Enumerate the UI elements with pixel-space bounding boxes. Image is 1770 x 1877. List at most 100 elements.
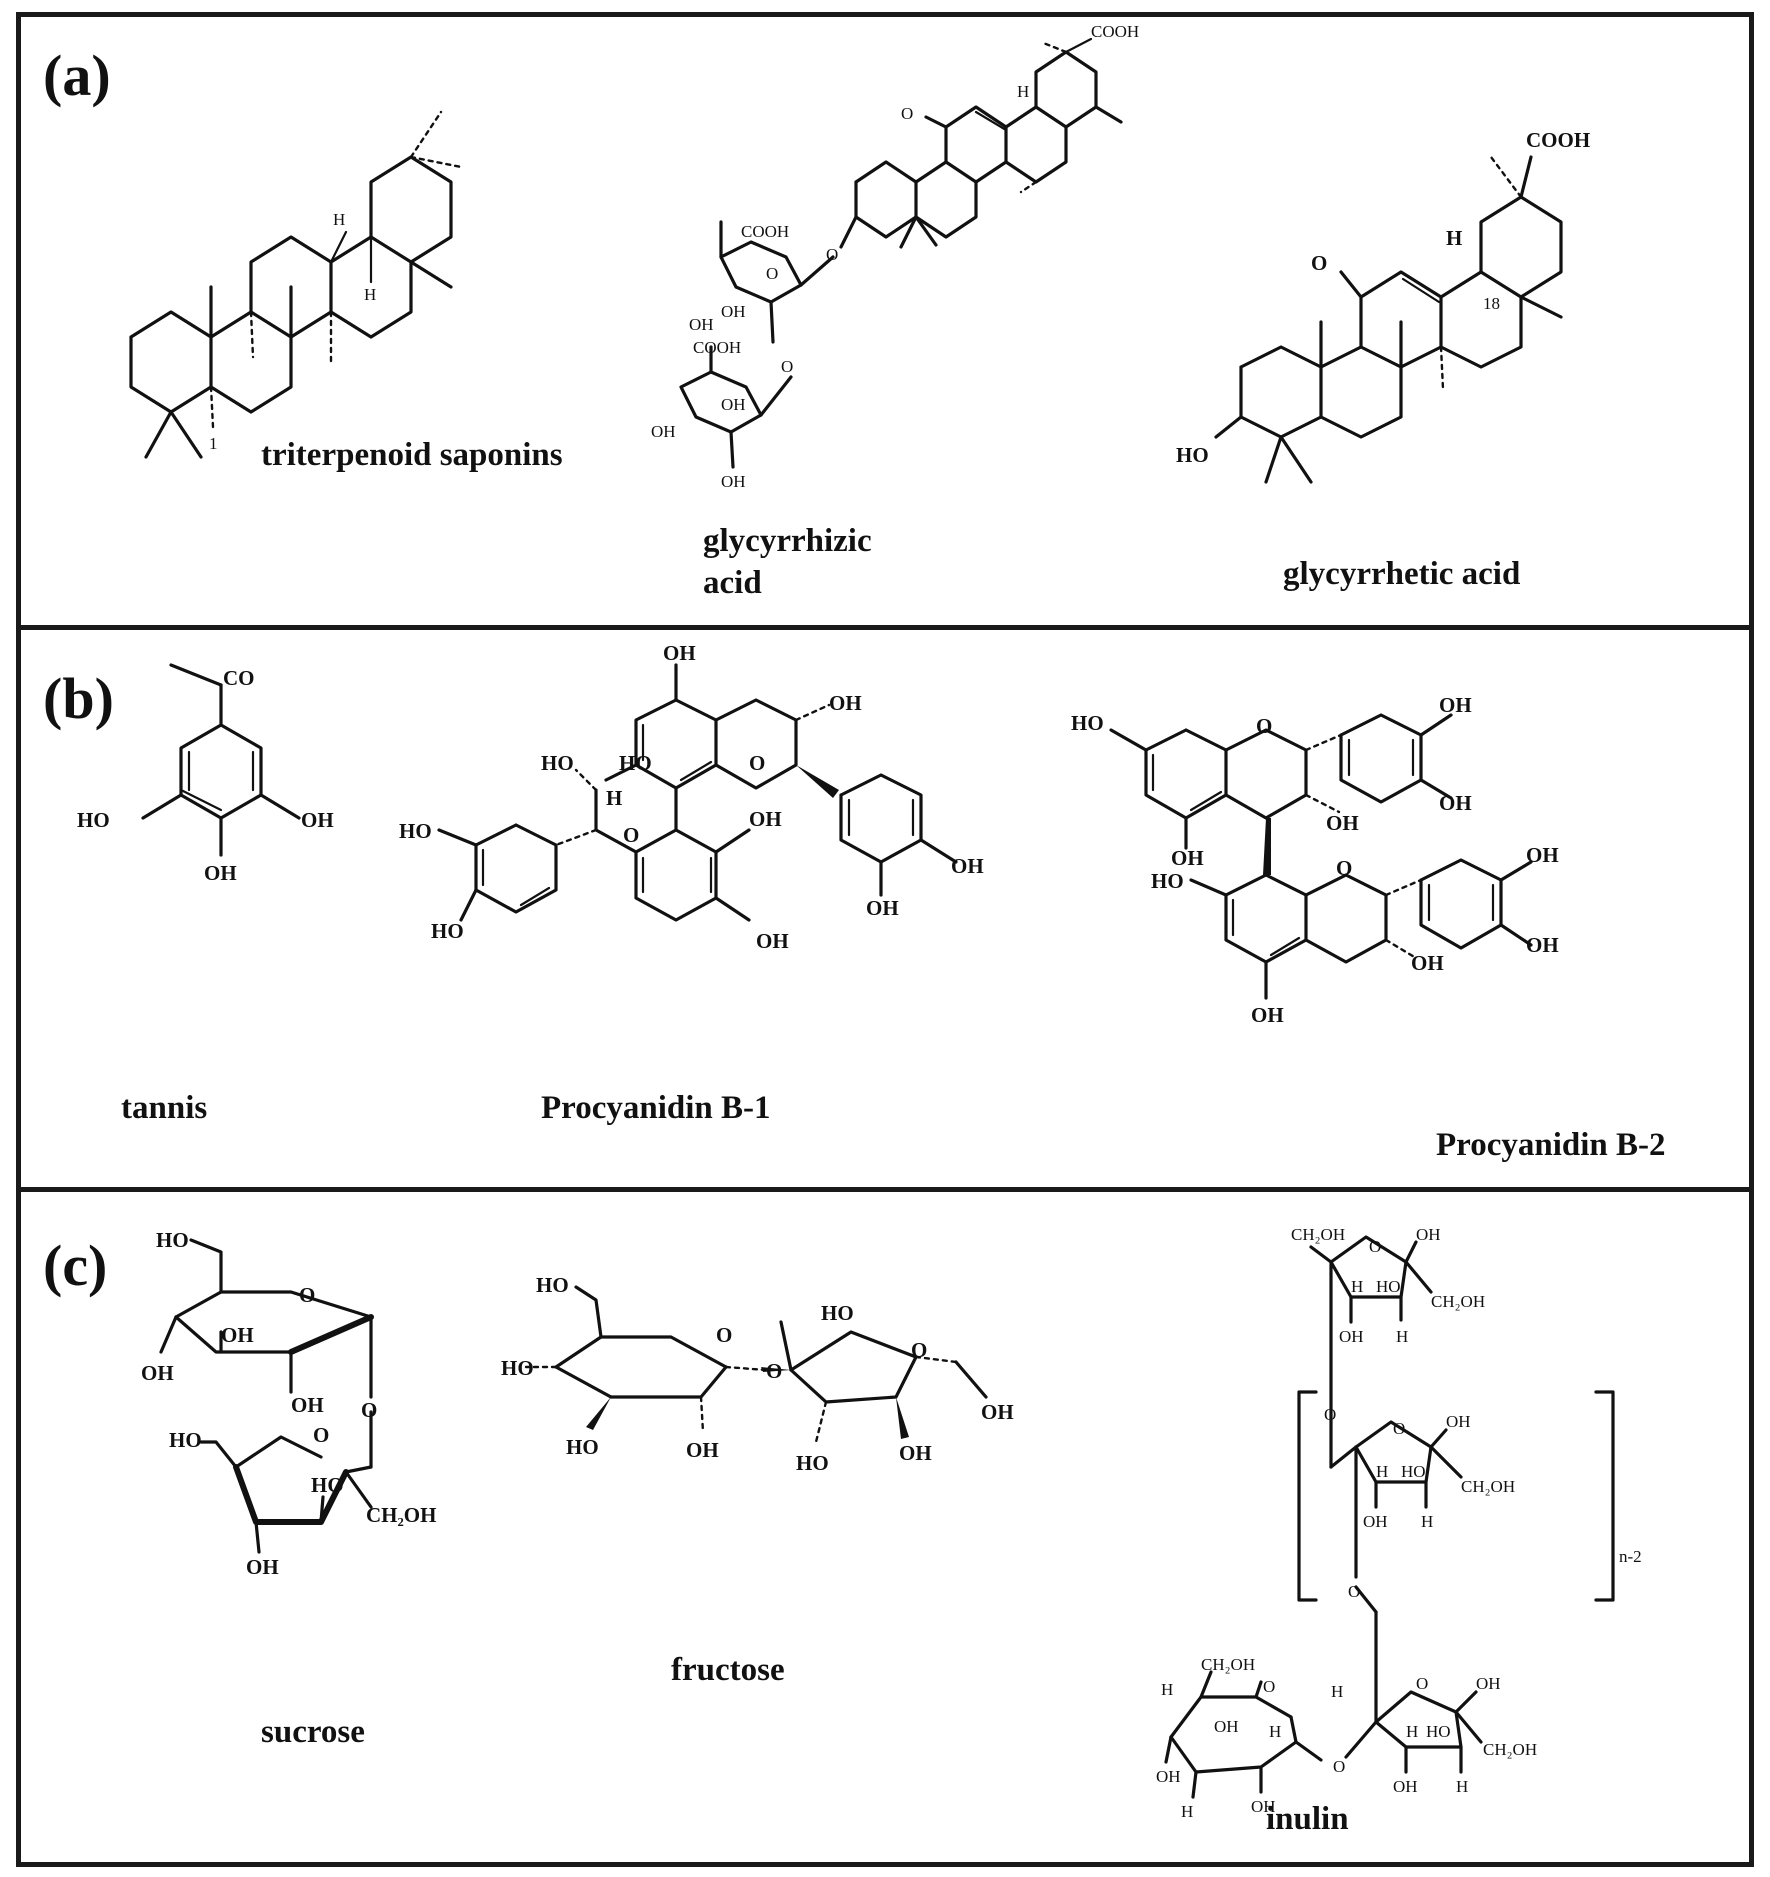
svg-text:COOH: COOH: [693, 338, 741, 357]
svg-text:HO: HO: [399, 819, 432, 843]
name-inulin: inulin: [1266, 1801, 1349, 1837]
svg-text:HO: HO: [1071, 711, 1104, 735]
svg-text:H: H: [1017, 82, 1029, 101]
svg-text:CH₂OH: CH₂OH: [1431, 1292, 1485, 1311]
svg-text:OH: OH: [981, 1400, 1014, 1424]
name-fructose: fructose: [671, 1652, 785, 1688]
svg-text:OH: OH: [663, 641, 696, 665]
svg-text:HO: HO: [1426, 1722, 1451, 1741]
svg-text:OH: OH: [301, 808, 334, 832]
svg-text:H: H: [364, 285, 376, 304]
svg-text:H: H: [1456, 1777, 1468, 1796]
svg-text:O: O: [911, 1338, 927, 1362]
svg-text:O: O: [1369, 1237, 1381, 1256]
svg-text:HO: HO: [541, 751, 574, 775]
svg-text:H: H: [1161, 1680, 1173, 1699]
svg-text:O: O: [766, 1359, 782, 1383]
svg-text:O: O: [1416, 1674, 1428, 1693]
triterpenoid-saponins-structure: H H 1: [129, 110, 463, 459]
svg-text:HO: HO: [796, 1451, 829, 1475]
svg-text:HO: HO: [821, 1301, 854, 1325]
name-triterpenoid-saponins: triterpenoid saponins: [261, 437, 563, 473]
svg-text:HO: HO: [501, 1356, 534, 1380]
svg-text:COOH: COOH: [741, 222, 789, 241]
svg-text:O: O: [623, 823, 639, 847]
svg-text:O: O: [781, 357, 793, 376]
svg-text:OH: OH: [749, 807, 782, 831]
svg-text:HO: HO: [1401, 1462, 1426, 1481]
svg-text:HO: HO: [169, 1428, 202, 1452]
svg-text:O: O: [716, 1323, 732, 1347]
svg-text:O: O: [1256, 714, 1272, 738]
svg-text:H: H: [1331, 1682, 1343, 1701]
svg-text:n-2: n-2: [1619, 1547, 1642, 1566]
svg-text:OH: OH: [721, 472, 746, 491]
name-glycyrrhizic-acid-line2: acid: [703, 565, 762, 601]
svg-text:OH: OH: [1339, 1327, 1364, 1346]
svg-text:OH: OH: [721, 395, 746, 414]
svg-text:OH: OH: [141, 1361, 174, 1385]
svg-text:O: O: [361, 1398, 377, 1422]
svg-text:OH: OH: [1439, 693, 1472, 717]
svg-text:O: O: [1336, 856, 1352, 880]
svg-text:OH: OH: [829, 691, 862, 715]
svg-text:OH: OH: [951, 854, 984, 878]
svg-text:O: O: [766, 264, 778, 283]
svg-text:O: O: [749, 751, 765, 775]
panel-a: (a) H H 1: [16, 12, 1754, 630]
inulin-structure: CH₂OH O OH H HO CH₂OH OH H O O OH H HO C…: [1156, 1225, 1642, 1821]
svg-text:H: H: [1406, 1722, 1418, 1741]
svg-text:H: H: [1181, 1802, 1193, 1821]
name-procyanidin-b2: Procyanidin B-2: [1436, 1127, 1666, 1163]
name-sucrose: sucrose: [261, 1714, 365, 1750]
svg-text:OH: OH: [1326, 811, 1359, 835]
svg-text:HO: HO: [566, 1435, 599, 1459]
svg-text:CH₂OH: CH₂OH: [1461, 1477, 1515, 1496]
svg-text:O: O: [1311, 251, 1327, 275]
name-procyanidin-b1: Procyanidin B-1: [541, 1090, 771, 1126]
svg-text:OH: OH: [204, 861, 237, 885]
svg-text:O: O: [1393, 1419, 1405, 1438]
svg-text:OH: OH: [246, 1555, 279, 1579]
svg-text:H: H: [1376, 1462, 1388, 1481]
svg-text:COOH: COOH: [1526, 128, 1590, 152]
svg-text:OH: OH: [686, 1438, 719, 1462]
svg-text:H: H: [1446, 226, 1462, 250]
svg-text:HO: HO: [156, 1228, 189, 1252]
svg-text:OH: OH: [756, 929, 789, 953]
svg-text:HO: HO: [1151, 869, 1184, 893]
svg-text:HO: HO: [1176, 443, 1209, 467]
svg-text:H: H: [1421, 1512, 1433, 1531]
svg-text:H: H: [606, 786, 622, 810]
svg-text:O: O: [1263, 1677, 1275, 1696]
svg-text:18: 18: [1483, 294, 1500, 313]
name-glycyrrhizic-acid-line1: glycyrrhizic: [703, 523, 872, 559]
sucrose-structure: HO O OH OH OH O HO O HO CH₂OH OH: [141, 1228, 436, 1579]
svg-text:HO: HO: [431, 919, 464, 943]
svg-text:H: H: [1351, 1277, 1363, 1296]
svg-text:OH: OH: [1156, 1767, 1181, 1786]
svg-text:HO: HO: [77, 808, 110, 832]
svg-text:CO: CO: [223, 666, 255, 690]
svg-text:CH₂OH: CH₂OH: [1483, 1740, 1537, 1759]
svg-text:O: O: [299, 1283, 315, 1307]
svg-text:OH: OH: [1363, 1512, 1388, 1531]
svg-text:OH: OH: [1171, 846, 1204, 870]
panel-b: (b) CO HO OH OH: [16, 625, 1754, 1192]
svg-text:OH: OH: [1416, 1225, 1441, 1244]
panel-b-label: (b): [43, 666, 114, 731]
svg-text:OH: OH: [899, 1441, 932, 1465]
svg-text:OH: OH: [866, 896, 899, 920]
svg-text:OH: OH: [1526, 843, 1559, 867]
svg-text:CH₂OH: CH₂OH: [1291, 1225, 1345, 1244]
svg-text:OH: OH: [1526, 933, 1559, 957]
svg-text:1: 1: [209, 434, 218, 453]
svg-text:HO: HO: [1376, 1277, 1401, 1296]
procyanidin-b2-structure: HO O OH OH OH OH HO O OH OH OH OH: [1071, 693, 1559, 1027]
svg-text:CH₂OH: CH₂OH: [366, 1503, 436, 1527]
svg-text:OH: OH: [1476, 1674, 1501, 1693]
svg-text:OH: OH: [221, 1323, 254, 1347]
svg-text:OH: OH: [651, 422, 676, 441]
svg-text:H: H: [333, 210, 345, 229]
